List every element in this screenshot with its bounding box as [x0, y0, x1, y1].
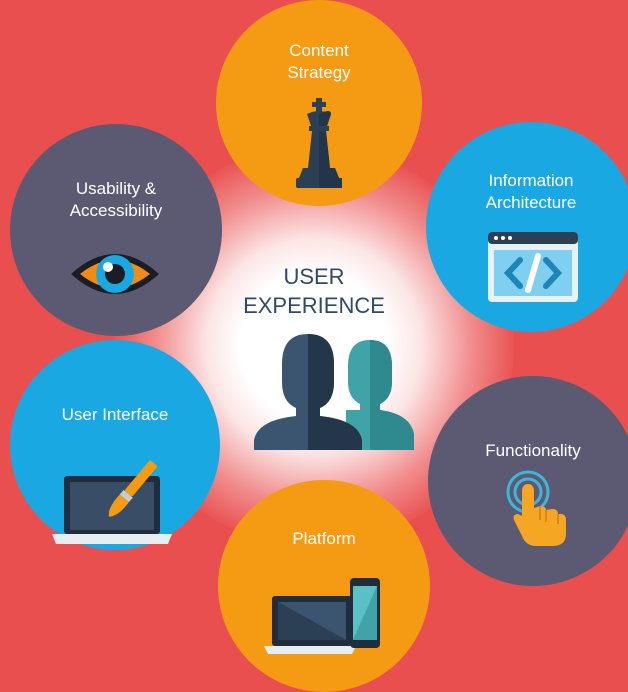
functionality-label: Functionality	[485, 441, 581, 460]
laptop-brush-icon	[52, 460, 172, 544]
users-icon	[254, 334, 414, 450]
eye-icon	[71, 254, 159, 294]
content-strategy-node: Content Strategy	[216, 0, 422, 206]
functionality-node: Functionality	[428, 376, 628, 586]
user-interface-node: User Interface	[10, 340, 220, 550]
usability-accessibility-node: Usability & Accessibility	[10, 124, 222, 336]
platform-node: Platform	[218, 480, 430, 692]
platform-label: Platform	[292, 529, 356, 548]
usability-accessibility-label: Usability & Accessibility	[69, 179, 163, 220]
information-architecture-node: Information Architecture	[426, 122, 628, 332]
content-strategy-label: Content Strategy	[287, 41, 351, 82]
code-window-icon	[488, 232, 578, 302]
information-architecture-label: Information Architecture	[485, 171, 577, 212]
center-title: USER EXPERIENCE	[243, 264, 385, 318]
chess-king-icon	[296, 98, 342, 188]
user-interface-label: User Interface	[61, 405, 169, 424]
laptop-phone-icon	[264, 578, 380, 654]
touch-finger-icon	[506, 470, 566, 546]
